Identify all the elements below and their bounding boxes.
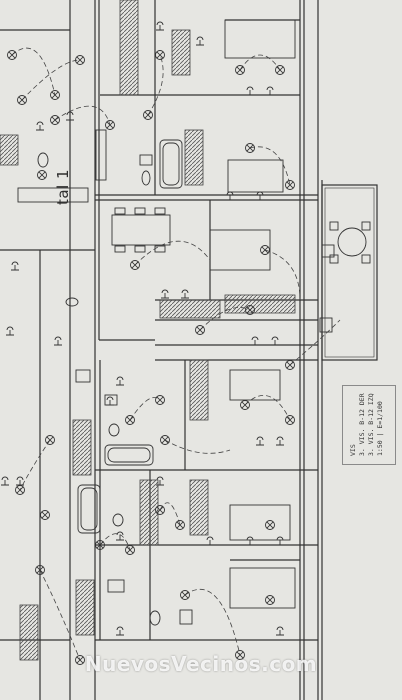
light-point-icon xyxy=(180,590,190,600)
light-point-icon xyxy=(125,415,135,425)
light-point-icon xyxy=(7,50,17,60)
light-point-icon xyxy=(15,485,25,495)
socket-icon xyxy=(116,626,124,636)
light-point-icon xyxy=(285,180,295,190)
socket-icon xyxy=(156,476,164,486)
light-point-icon xyxy=(245,143,255,153)
light-point-icon xyxy=(143,110,153,120)
light-point-icon xyxy=(45,435,55,445)
light-point-icon xyxy=(50,115,60,125)
socket-icon xyxy=(276,436,284,446)
stamp-line: 1:50 | E=1/100 xyxy=(376,401,384,456)
light-point-icon xyxy=(75,655,85,665)
socket-icon xyxy=(181,289,189,299)
light-point-icon xyxy=(105,120,115,130)
light-point-icon xyxy=(275,65,285,75)
light-point-icon xyxy=(285,360,295,370)
circuit-wire xyxy=(244,395,291,421)
socket-icon xyxy=(196,36,204,46)
light-point-icon xyxy=(130,260,140,270)
socket-icon xyxy=(156,21,164,31)
light-point-icon xyxy=(235,650,245,660)
wiring-circuits-layer xyxy=(11,47,341,661)
circuit-wire xyxy=(21,59,81,101)
light-point-icon xyxy=(125,545,135,555)
socket-icon xyxy=(66,111,74,121)
socket-icon xyxy=(1,476,9,486)
socket-icon xyxy=(246,536,254,546)
light-point-icon xyxy=(50,90,60,100)
socket-icon xyxy=(11,261,19,271)
socket-icon xyxy=(36,121,44,131)
socket-icon xyxy=(206,536,214,546)
light-point-icon xyxy=(160,435,170,445)
light-point-icon xyxy=(245,305,255,315)
socket-icon xyxy=(116,376,124,386)
socket-icon xyxy=(251,336,259,346)
light-point-icon xyxy=(40,510,50,520)
lighting-points-layer xyxy=(7,50,295,665)
socket-icon xyxy=(16,476,24,486)
circuit-wire xyxy=(239,54,281,71)
socket-icon xyxy=(276,536,284,546)
circuit-wire xyxy=(289,319,341,366)
socket-icon xyxy=(276,626,284,636)
circuit-wire xyxy=(184,589,241,656)
walls-layer xyxy=(0,0,378,700)
light-point-icon xyxy=(155,505,165,515)
circuit-wire xyxy=(134,240,211,266)
light-point-icon xyxy=(195,325,205,335)
light-point-icon xyxy=(95,540,105,550)
socket-icon xyxy=(226,191,234,201)
socket-icon xyxy=(161,289,169,299)
circuit-wire xyxy=(39,569,81,661)
socket-icon xyxy=(106,396,114,406)
socket-icon xyxy=(256,191,264,201)
light-point-icon xyxy=(285,415,295,425)
circuit-wire xyxy=(19,439,51,491)
circuit-wire xyxy=(147,54,164,116)
socket-icon xyxy=(256,436,264,446)
circuit-wire xyxy=(159,502,181,526)
light-point-icon xyxy=(35,565,45,575)
circuit-wire xyxy=(129,397,161,421)
socket-icon xyxy=(246,86,254,96)
circuit-wire xyxy=(249,146,291,186)
circuit-wire xyxy=(199,307,251,331)
stamp-text: VIS 3. VIS. B-12 DER 3. VIS. B-12 IZQ 1:… xyxy=(349,393,385,456)
watermark: NuevosVecinos.com xyxy=(84,652,318,676)
plan-stamp: VIS 3. VIS. B-12 DER 3. VIS. B-12 IZQ 1:… xyxy=(342,385,396,465)
light-point-icon xyxy=(265,520,275,530)
stamp-line: 3. VIS. B-12 IZQ xyxy=(367,393,375,456)
light-point-icon xyxy=(260,245,270,255)
socket-icon xyxy=(116,531,124,541)
sanitary-fixtures-layer xyxy=(17,19,371,626)
light-point-icon xyxy=(37,170,47,180)
circuit-wire xyxy=(11,47,56,96)
light-point-icon xyxy=(75,55,85,65)
socket-icon xyxy=(271,336,279,346)
light-point-icon xyxy=(155,50,165,60)
light-point-icon xyxy=(175,520,185,530)
hatched-fixtures-layer xyxy=(0,0,296,661)
socket-icon xyxy=(54,336,62,346)
light-point-icon xyxy=(17,95,27,105)
light-point-icon xyxy=(240,400,250,410)
socket-icon xyxy=(266,86,274,96)
socket-icon xyxy=(6,326,14,336)
room-label: tal 1 xyxy=(54,168,72,205)
stamp-line: 3. VIS. B-12 DER xyxy=(358,393,366,456)
circuit-wire xyxy=(264,249,301,301)
circuit-wire xyxy=(54,105,111,126)
circuit-wire xyxy=(99,533,131,551)
light-point-icon xyxy=(155,395,165,405)
stamp-title: VIS xyxy=(349,444,357,456)
light-point-icon xyxy=(235,65,245,75)
sockets-layer xyxy=(1,21,284,636)
light-point-icon xyxy=(265,595,275,605)
circuit-wire xyxy=(164,439,231,454)
